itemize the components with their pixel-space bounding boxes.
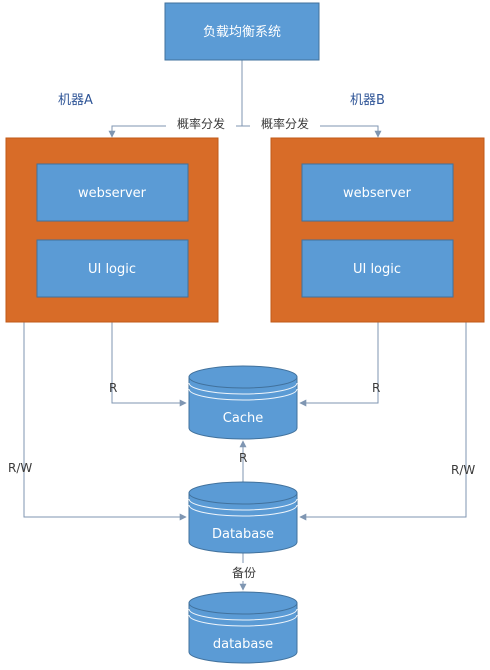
- edge-a-to-cache: [111, 297, 187, 407]
- load-balancer-label: 负载均衡系统: [203, 25, 281, 40]
- machine-b-webserver-label: webserver: [343, 186, 412, 201]
- machine-b-ui-logic-label: UI logic: [353, 262, 401, 277]
- edge-label-a-to-db: R/W: [8, 461, 32, 475]
- edge-a-to-db: [23, 322, 187, 521]
- edge-label-a-to-cache: R: [109, 381, 117, 395]
- edge-label-backup-bg: [224, 563, 264, 581]
- backup-database-label: database: [213, 637, 273, 652]
- edge-label-db-to-backup: 备份: [232, 566, 256, 580]
- backup-database-cylinder: database: [188, 591, 298, 664]
- dispatch-label-a: 概率分发: [177, 116, 225, 131]
- machine-a-ui-logic-label: UI logic: [88, 262, 136, 277]
- edge-label-b-to-cache: R: [372, 381, 380, 395]
- machine-b: webserver UI logic: [270, 137, 485, 323]
- edge-b-to-db: [299, 322, 467, 521]
- edge-label-b-to-db: R/W: [451, 463, 475, 477]
- dispatch-label-b: 概率分发: [261, 116, 309, 131]
- machine-b-label: 机器B: [350, 93, 385, 108]
- database-cylinder: Database: [188, 481, 298, 554]
- machine-b-ui-logic-box: [301, 239, 454, 298]
- machine-a-label: 机器A: [58, 93, 93, 108]
- load-balancer-node: 负载均衡系统: [164, 2, 320, 61]
- database-label: Database: [212, 527, 274, 542]
- machine-a-webserver-box: [36, 163, 189, 222]
- edge-b-to-cache: [299, 297, 379, 407]
- dispatch-label-b-bg: [250, 114, 320, 132]
- dispatch-label-a-bg: [166, 114, 236, 132]
- machine-a-ui-logic-box: [36, 239, 189, 298]
- machine-b-webserver-box: [301, 163, 454, 222]
- edge-label-db-to-cache: R: [239, 451, 247, 465]
- machine-a-webserver-label: webserver: [78, 186, 147, 201]
- cache-cylinder: Cache: [188, 365, 298, 440]
- cache-label: Cache: [223, 411, 263, 426]
- machine-a: webserver UI logic: [5, 137, 219, 323]
